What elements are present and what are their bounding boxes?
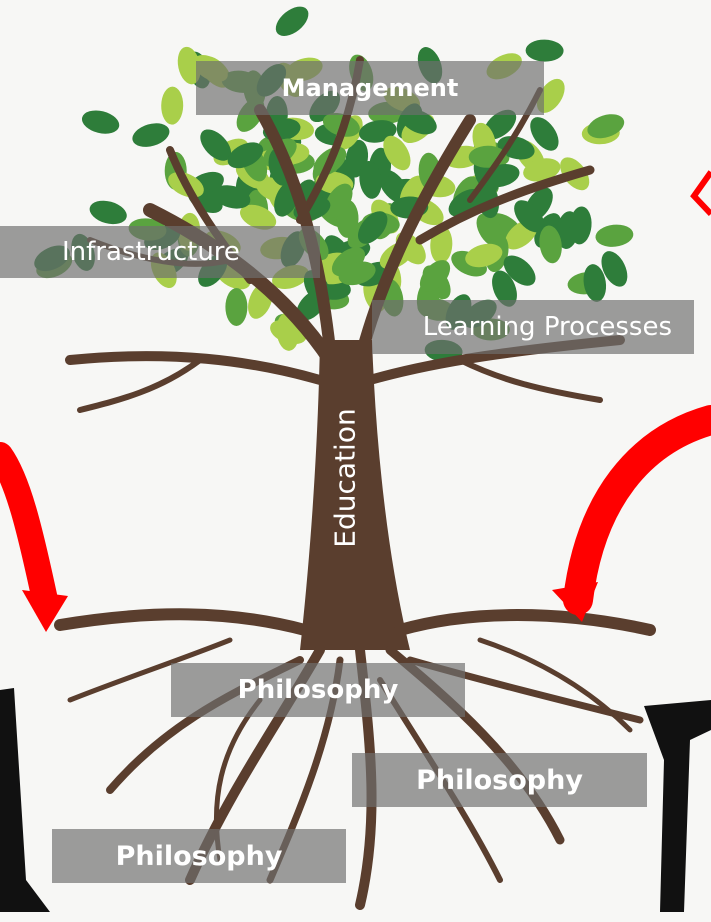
label-infrastructure: Infrastructure	[0, 226, 320, 278]
left-red-arrow-head	[22, 590, 68, 632]
label-education: Education	[328, 408, 362, 548]
label-philosophy-right: Philosophy	[352, 753, 647, 807]
top-right-red-mark	[690, 170, 711, 217]
label-philosophy-top: Philosophy	[171, 663, 465, 717]
tree-trunk	[300, 340, 410, 650]
label-philosophy-left: Philosophy	[52, 829, 346, 883]
left-black-bracket	[0, 688, 50, 912]
right-red-arrow	[563, 405, 711, 615]
right-black-bracket	[644, 700, 711, 912]
right-red-arrow-head	[552, 582, 598, 622]
label-management: Management	[196, 61, 544, 115]
label-learning-processes: Learning Processes	[372, 300, 694, 354]
left-red-arrow	[0, 442, 58, 613]
